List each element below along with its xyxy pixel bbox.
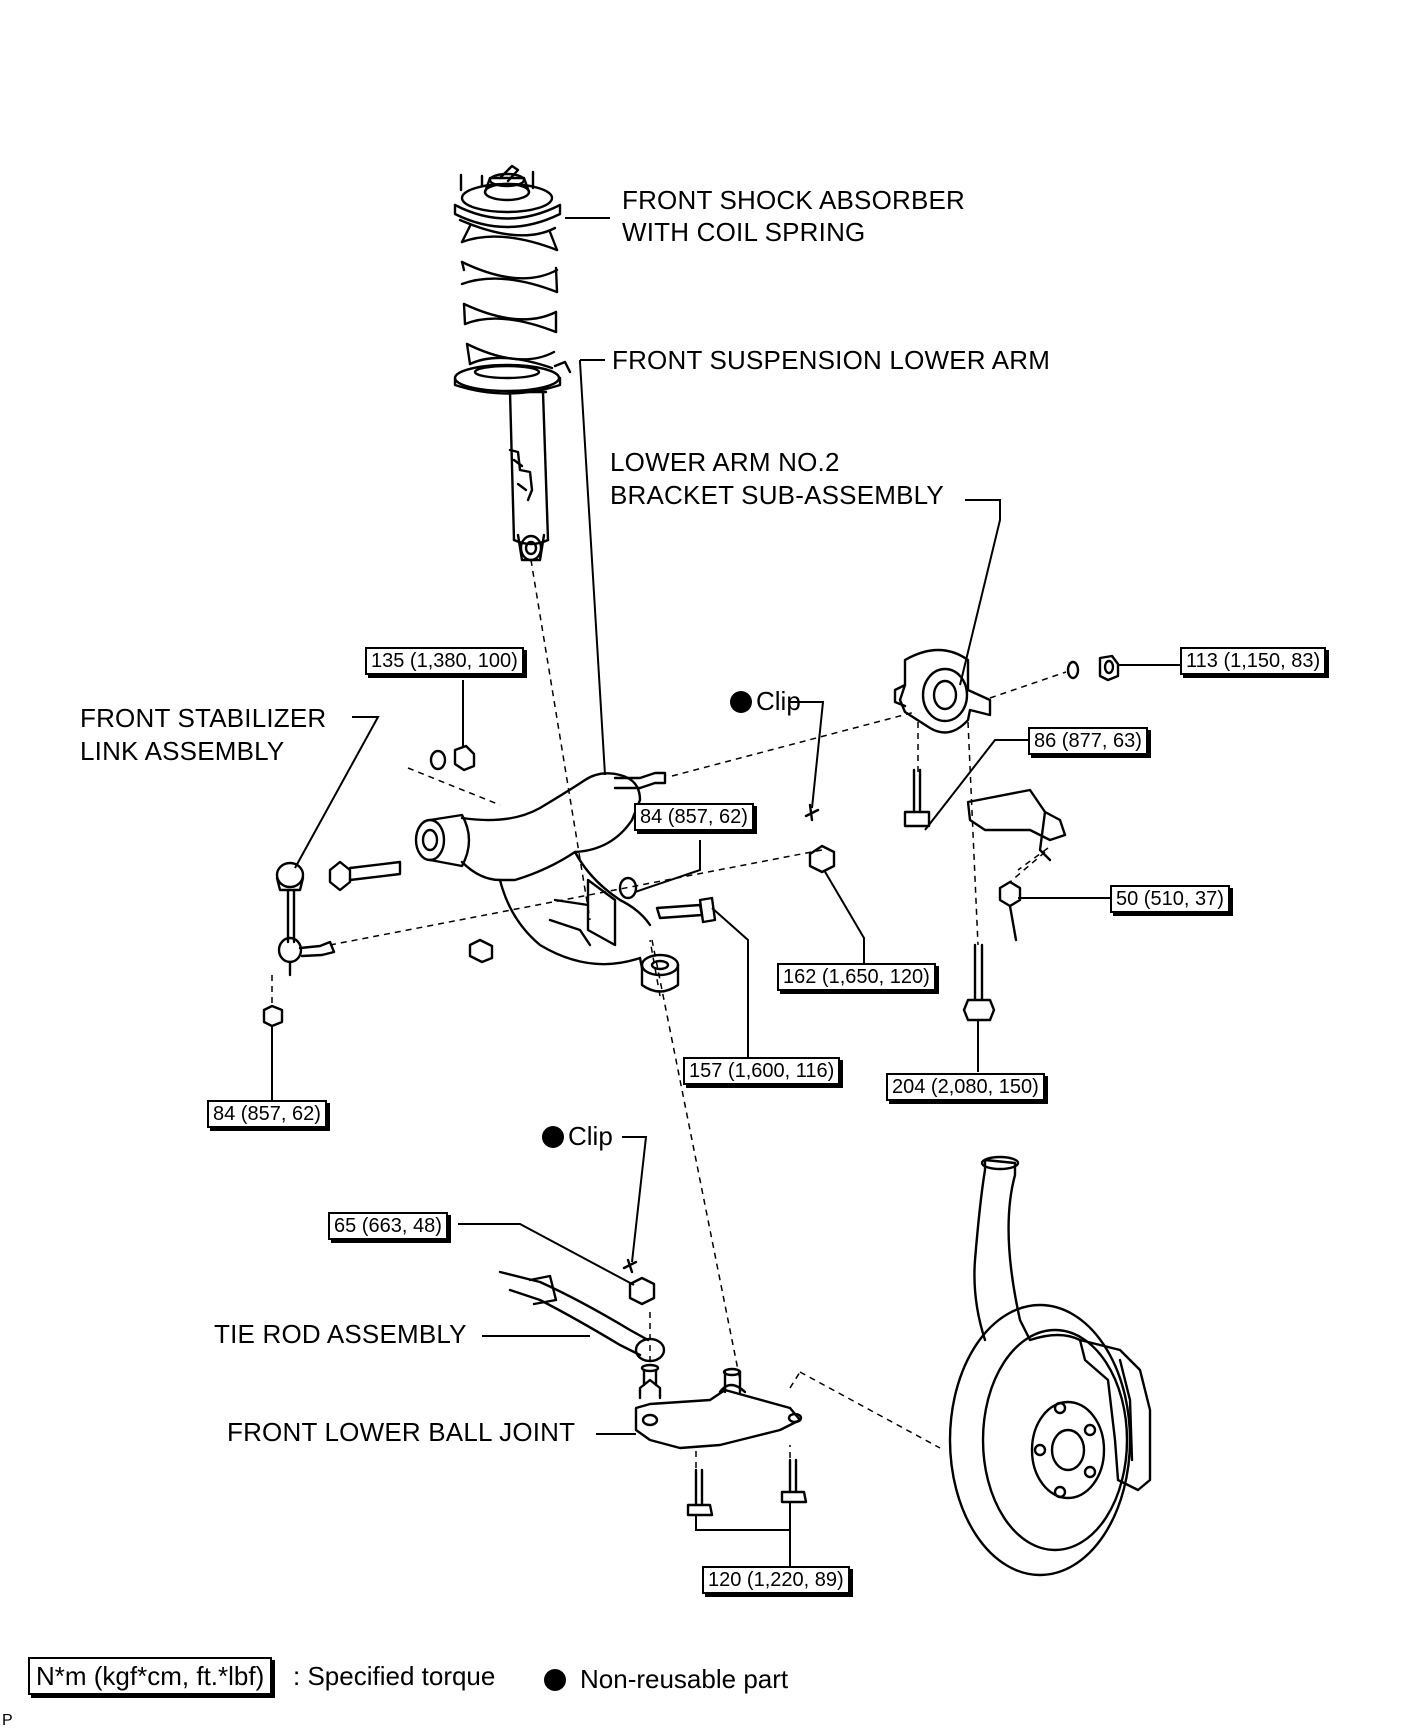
torque-204: 204 (2,080, 150): [886, 1073, 1045, 1101]
torque-65: 65 (663, 48): [328, 1212, 448, 1240]
torque-86: 86 (877, 63): [1028, 727, 1148, 755]
non-reusable-dot-icon: [730, 691, 752, 713]
corner-mark: P: [2, 1712, 13, 1729]
label-bracket-line1: LOWER ARM NO.2: [610, 447, 840, 477]
label-stabilizer-line2: LINK ASSEMBLY: [80, 736, 285, 766]
shock-absorber-drawing: [453, 164, 572, 562]
label-shock-absorber-line1: FRONT SHOCK ABSORBER: [622, 185, 966, 215]
legend-torque-desc: : Specified torque: [293, 1661, 496, 1691]
label-ball-joint: FRONT LOWER BALL JOINT: [227, 1417, 576, 1447]
clip-upper-label: Clip: [730, 686, 801, 716]
label-shock-absorber-line2: WITH COIL SPRING: [622, 217, 866, 247]
torque-162: 162 (1,650, 120): [777, 963, 936, 991]
torque-84-arm: 84 (857, 62): [634, 803, 754, 831]
label-bracket-line2: BRACKET SUB-ASSEMBLY: [610, 480, 944, 510]
legend-nonreusable-text: Non-reusable part: [580, 1664, 789, 1694]
clip-lower-text: Clip: [568, 1121, 613, 1151]
ball-joint-drawing: [634, 1363, 808, 1517]
alignment-lines: [271, 559, 1067, 1468]
torque-157: 157 (1,600, 116): [683, 1057, 841, 1085]
torque-135: 135 (1,380, 100): [365, 647, 524, 675]
legend-nonreusable: Non-reusable part: [544, 1662, 788, 1696]
torque-50: 50 (510, 37): [1110, 885, 1230, 913]
stabilizer-link-drawing: [262, 860, 402, 1028]
legend-torque-unit: N*m (kgf*cm, ft.*lbf): [28, 1657, 273, 1695]
leader-lines: [271, 217, 1180, 1566]
clip-lower-label: Clip: [542, 1121, 613, 1151]
bracket-drawing: [429, 648, 1120, 1022]
lower-arm-drawing: [414, 771, 680, 993]
label-lower-arm: FRONT SUSPENSION LOWER ARM: [612, 345, 1051, 375]
torque-120: 120 (1,220, 89): [702, 1566, 850, 1594]
label-tie-rod: TIE ROD ASSEMBLY: [214, 1319, 467, 1349]
knuckle-disc-drawing: [948, 1155, 1152, 1577]
clip-upper-text: Clip: [756, 686, 801, 716]
label-stabilizer-line1: FRONT STABILIZER: [80, 703, 327, 733]
torque-113: 113 (1,150, 83): [1180, 647, 1327, 675]
non-reusable-dot-icon: [544, 1669, 566, 1691]
non-reusable-dot-icon: [542, 1126, 564, 1148]
torque-84-link: 84 (857, 62): [207, 1100, 327, 1128]
tie-rod-drawing: [498, 1258, 666, 1363]
